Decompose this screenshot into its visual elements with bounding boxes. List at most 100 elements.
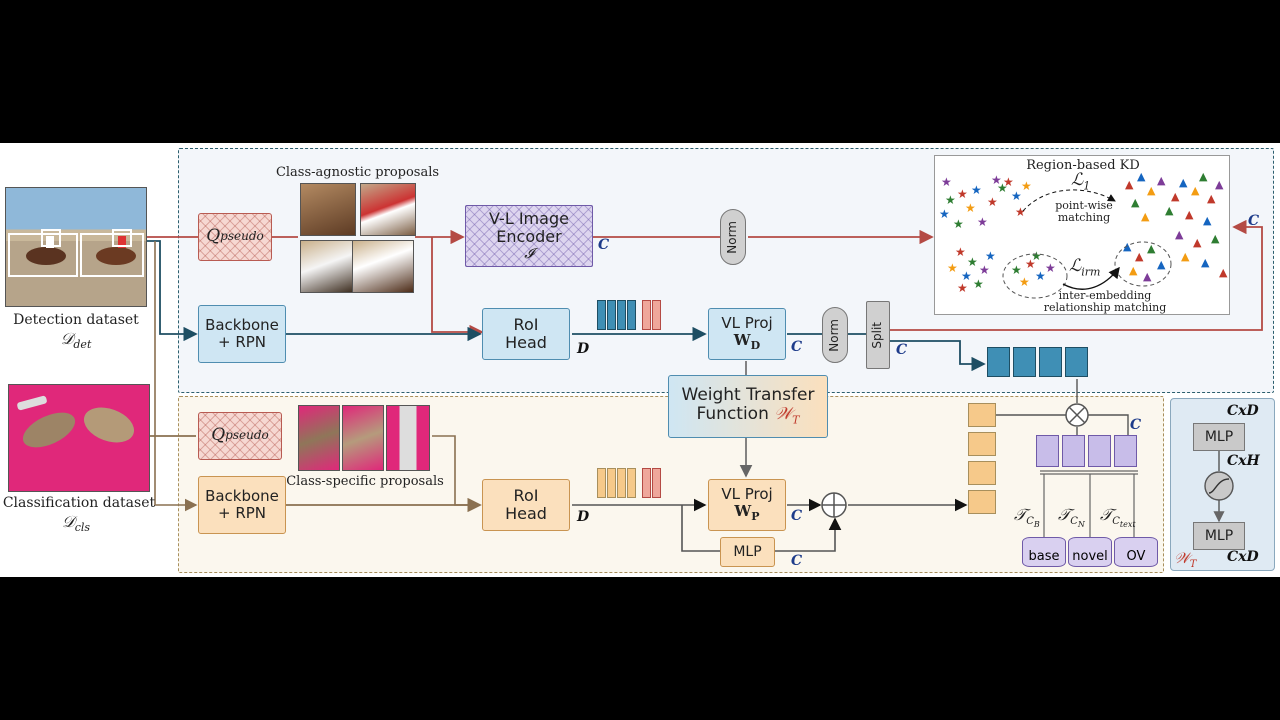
classification-dataset-symbol-main: 𝒟	[61, 512, 75, 531]
wt-mlp-top: MLP	[1193, 423, 1245, 451]
svg-text:▲: ▲	[1199, 170, 1208, 183]
wp-subscript: P	[751, 510, 760, 524]
svg-text:★: ★	[1011, 189, 1022, 203]
detection-dataset-symbol-sub: det	[73, 338, 92, 352]
region-embedding-cell	[968, 490, 996, 514]
svg-text:▲: ▲	[1165, 204, 1174, 217]
pointwise-line2: matching	[1057, 211, 1111, 225]
backbone-rpn-detection: Backbone + RPN	[198, 305, 286, 363]
backbone-rpn-classification: Backbone + RPN	[198, 476, 286, 534]
mlp-label: MLP	[733, 543, 762, 560]
svg-text:▲: ▲	[1201, 256, 1210, 269]
svg-text:▲: ▲	[1141, 210, 1150, 223]
class-embedding-cell	[1039, 347, 1062, 377]
class-agnostic-proposals-label: Class-agnostic proposals	[275, 165, 440, 180]
roi-line2: Head	[505, 333, 547, 352]
norm-top-label: Norm	[725, 220, 740, 254]
backbone-line1: Backbone	[205, 486, 279, 505]
detection-dataset-label: Detection dataset	[13, 312, 139, 328]
svg-text:★: ★	[957, 187, 968, 201]
q-pseudo-symbol: Q	[206, 226, 221, 247]
svg-text:★: ★	[985, 249, 996, 263]
svg-text:▲: ▲	[1179, 176, 1188, 189]
base-label: base	[1028, 549, 1060, 564]
roi-head-detection: RoI Head	[482, 308, 570, 360]
svg-text:★: ★	[939, 207, 950, 221]
tt-sub-main: C	[1112, 516, 1120, 528]
svg-text:▲: ▲	[1219, 266, 1228, 279]
svg-text:▲: ▲	[1125, 178, 1134, 191]
wtf-symbol-sub: T	[792, 413, 800, 427]
wt-symbol-main: 𝒲	[1174, 549, 1190, 567]
dim-d-classification: D	[577, 509, 590, 525]
svg-text:★: ★	[987, 195, 998, 209]
wt-mlp-top-label: MLP	[1204, 428, 1234, 445]
class-embedding-cell	[987, 347, 1010, 377]
class-embedding-cell	[1013, 347, 1036, 377]
svg-text:▲: ▲	[1147, 242, 1156, 255]
connector-lines	[147, 219, 1263, 552]
novel-classifier-db: novel	[1068, 537, 1112, 567]
svg-text:▲: ▲	[1147, 184, 1156, 197]
kd-scatter: ★★★ ★★★ ★★★ ★★★ ★★★ ★★★ ★★★ ★★ ★★★ ★★★ ▲…	[939, 170, 1228, 299]
agnostic-proposal-1	[300, 183, 356, 236]
tt-subsub: text	[1119, 520, 1136, 530]
classifier-cell	[1114, 435, 1137, 467]
classifier-cell	[1088, 435, 1111, 467]
tn-sub-main: C	[1070, 516, 1078, 528]
lirm-subscript: irm	[1081, 265, 1101, 279]
base-classifier-db: base	[1022, 537, 1066, 567]
feature-cell	[617, 300, 626, 330]
svg-text:▲: ▲	[1157, 258, 1166, 271]
dim-c-split: C	[896, 342, 908, 358]
l1-symbol: ℒ	[1071, 170, 1084, 190]
wtf-symbol: 𝒲T	[774, 404, 800, 427]
dim-c-mlp: C	[791, 553, 803, 569]
svg-text:▲: ▲	[1175, 228, 1184, 241]
tt-sub: Ctext	[1112, 516, 1136, 530]
pointwise-label: point-wise matching	[1039, 199, 1129, 225]
svg-text:★: ★	[1021, 179, 1032, 193]
horse-race-illustration	[8, 229, 144, 277]
svg-text:▲: ▲	[1211, 232, 1220, 245]
svg-text:▲: ▲	[1135, 250, 1144, 263]
weight-transfer-function: Weight Transfer Function 𝒲T	[668, 375, 828, 438]
svg-text:★: ★	[967, 255, 978, 269]
feature-cell	[627, 468, 636, 498]
backbone-line1: Backbone	[205, 315, 279, 334]
feature-cell	[627, 300, 636, 330]
detection-dataset-symbol-main: 𝒟	[60, 329, 74, 348]
specific-proposal-2	[342, 405, 384, 471]
svg-text:▲: ▲	[1181, 250, 1190, 263]
wt-symbol-sub: T	[1189, 559, 1197, 570]
dim-c-encoder: C	[598, 237, 610, 253]
vl-encoder-line2: Encoder	[496, 226, 562, 246]
svg-text:★: ★	[1045, 261, 1056, 275]
tb-main: 𝒯	[1014, 505, 1027, 524]
feature-cell	[597, 300, 606, 330]
roi-head-classification: RoI Head	[482, 479, 570, 531]
svg-text:★: ★	[961, 269, 972, 283]
backbone-line2: + RPN	[217, 504, 267, 522]
q-pseudo-symbol: Q	[211, 425, 226, 446]
mlp-classification: MLP	[720, 537, 775, 567]
svg-text:▲: ▲	[1207, 192, 1216, 205]
vl-image-encoder: V-L Image Encoder 𝓘	[465, 205, 593, 267]
svg-text:▲: ▲	[1185, 208, 1194, 221]
svg-text:★: ★	[941, 175, 952, 189]
vl-encoder-symbol: 𝓘	[524, 246, 534, 263]
tt-main: 𝒯	[1100, 505, 1113, 524]
region-embedding-cell	[968, 432, 996, 456]
svg-text:▲: ▲	[1129, 264, 1138, 277]
svg-text:★: ★	[973, 277, 984, 291]
norm-middle: Norm	[822, 307, 848, 363]
split-block: Split	[866, 301, 890, 369]
agnostic-proposal-3	[300, 240, 356, 293]
svg-text:★: ★	[965, 201, 976, 215]
specific-proposal-3	[386, 405, 430, 471]
detection-dataset-image	[5, 187, 147, 307]
classifier-base-symbol: 𝒯CB	[1014, 505, 1040, 529]
vl-proj-wp: VL Proj WP	[708, 479, 786, 531]
diagram-canvas: Detection dataset 𝒟det Classification da…	[0, 143, 1280, 577]
q-pseudo-subscript: pseudo	[220, 229, 264, 244]
